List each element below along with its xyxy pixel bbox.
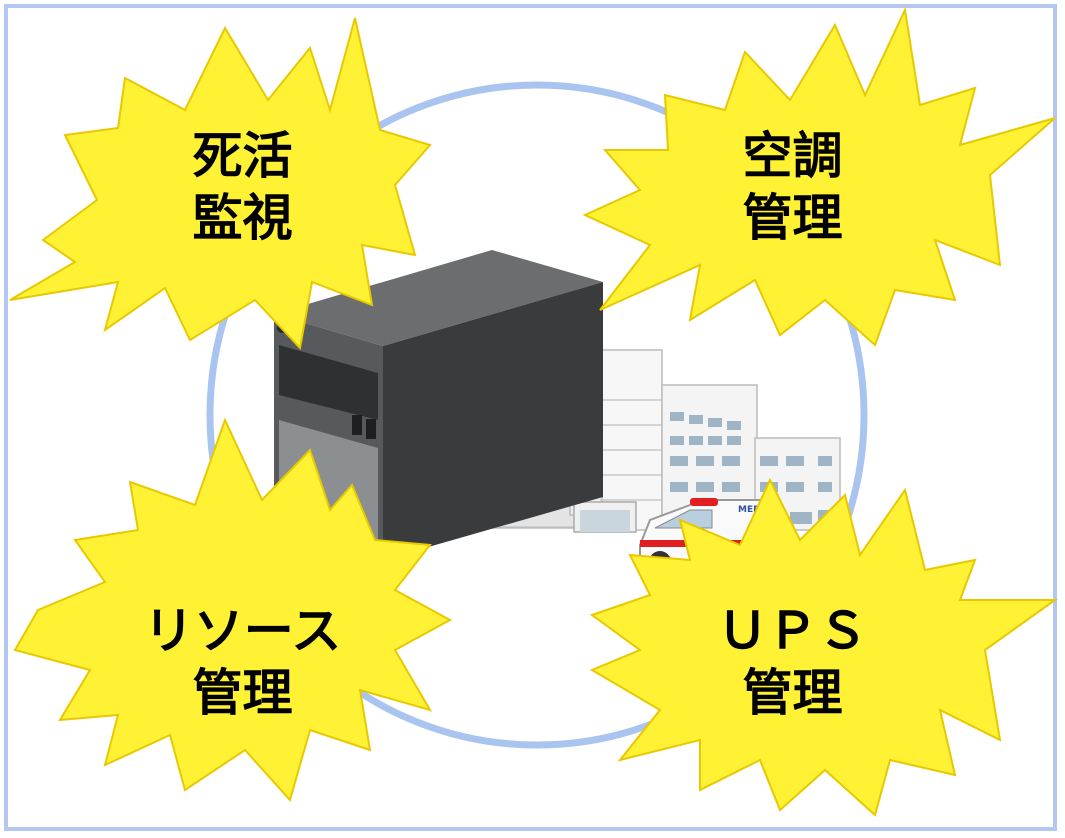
feature-line1: リソース <box>143 602 342 660</box>
starburst-top-right <box>582 6 1056 347</box>
feature-line2: 管理 <box>742 664 843 722</box>
starburst-top-left <box>9 17 432 351</box>
feature-label-bottom-right: ＵＰＳ 管理 <box>680 600 905 724</box>
feature-line1: 死活 <box>192 127 293 185</box>
feature-label-bottom-left: リソース 管理 <box>110 600 375 724</box>
feature-line1: ＵＰＳ <box>717 602 868 660</box>
outer-frame <box>4 4 1057 831</box>
feature-line2: 管理 <box>742 189 843 247</box>
feature-line2: 監視 <box>192 189 293 247</box>
starburst-bottom-right <box>589 477 1059 817</box>
ambulance-text: MEDIC <box>738 505 771 515</box>
feature-label-top-left: 死活 監視 <box>130 125 355 249</box>
feature-line2: 管理 <box>192 664 293 722</box>
cycle-circle <box>206 81 868 749</box>
feature-line1: 空調 <box>742 127 843 185</box>
starburst-bottom-left <box>13 417 453 803</box>
feature-label-top-right: 空調 管理 <box>680 125 905 249</box>
